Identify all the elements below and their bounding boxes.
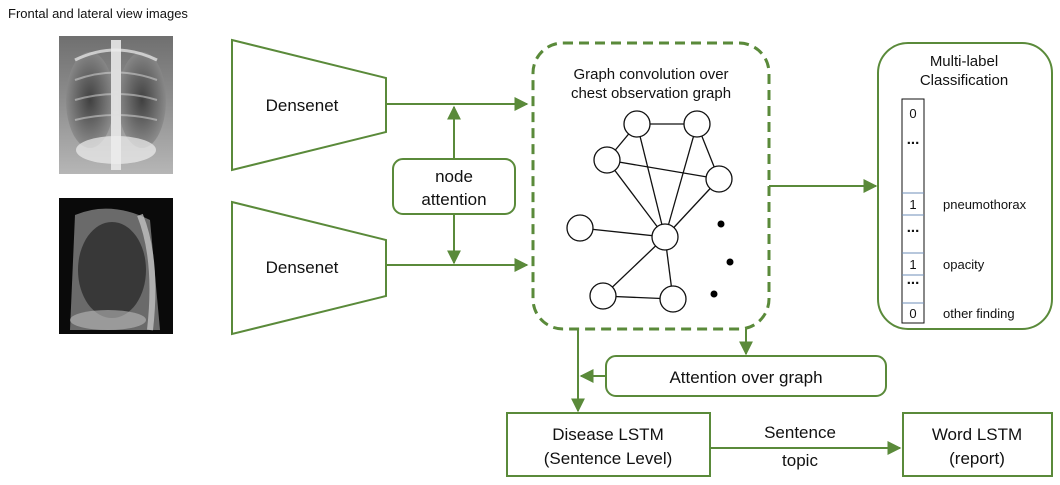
graph-node xyxy=(683,110,711,138)
graph-node xyxy=(659,285,687,313)
densenet-encoder-top xyxy=(231,38,387,172)
caption: Frontal and lateral view images xyxy=(8,6,188,21)
attention-over-graph-label: Attention over graph xyxy=(669,368,822,387)
graph-node xyxy=(705,165,733,193)
node-attention-line1: node xyxy=(435,167,473,186)
word-lstm-box xyxy=(902,412,1053,477)
classification-title-line1: Multi-label xyxy=(930,53,998,70)
finding-label: other finding xyxy=(943,306,1015,321)
sentence-topic-line2: topic xyxy=(782,451,818,470)
label-vector-value: ... xyxy=(907,219,920,236)
disease-lstm-line2: (Sentence Level) xyxy=(544,449,673,468)
lateral-xray-image xyxy=(59,198,173,334)
classification-box xyxy=(877,42,1053,330)
word-lstm-line1: Word LSTM xyxy=(932,425,1022,444)
graph-node xyxy=(593,146,621,174)
graph-node xyxy=(589,282,617,310)
densenet-bottom-label: Densenet xyxy=(266,258,339,277)
node-attention-box xyxy=(392,158,516,215)
sentence-topic-line1: Sentence xyxy=(764,423,836,442)
finding-label: opacity xyxy=(943,257,985,272)
graph-node xyxy=(566,214,594,242)
label-vector-column xyxy=(901,98,925,324)
densenet-encoder-bottom xyxy=(231,200,387,336)
label-vector-value: 0 xyxy=(909,306,916,321)
label-vector-value: 1 xyxy=(909,197,916,212)
label-vector-value: 1 xyxy=(909,257,916,272)
disease-lstm-line1: Disease LSTM xyxy=(552,425,663,444)
graph-title-line2: chest observation graph xyxy=(571,85,731,102)
node-attention-line2: attention xyxy=(421,190,486,209)
graph-ellipsis-dots xyxy=(710,220,734,298)
graph-nodes xyxy=(566,110,733,313)
frontal-xray-image xyxy=(59,36,173,174)
graph-node xyxy=(651,223,679,251)
graph-title-line1: Graph convolution over xyxy=(573,66,728,83)
graph-node xyxy=(623,110,651,138)
disease-lstm-box xyxy=(506,412,711,477)
label-vector-value: 0 xyxy=(909,106,916,121)
word-lstm-line2: (report) xyxy=(949,449,1005,468)
label-vector-value: ... xyxy=(907,131,920,148)
finding-label: pneumothorax xyxy=(943,197,1027,212)
classification-title-line2: Classification xyxy=(920,72,1008,89)
label-vector-value: ... xyxy=(907,271,920,288)
densenet-top-label: Densenet xyxy=(266,96,339,115)
